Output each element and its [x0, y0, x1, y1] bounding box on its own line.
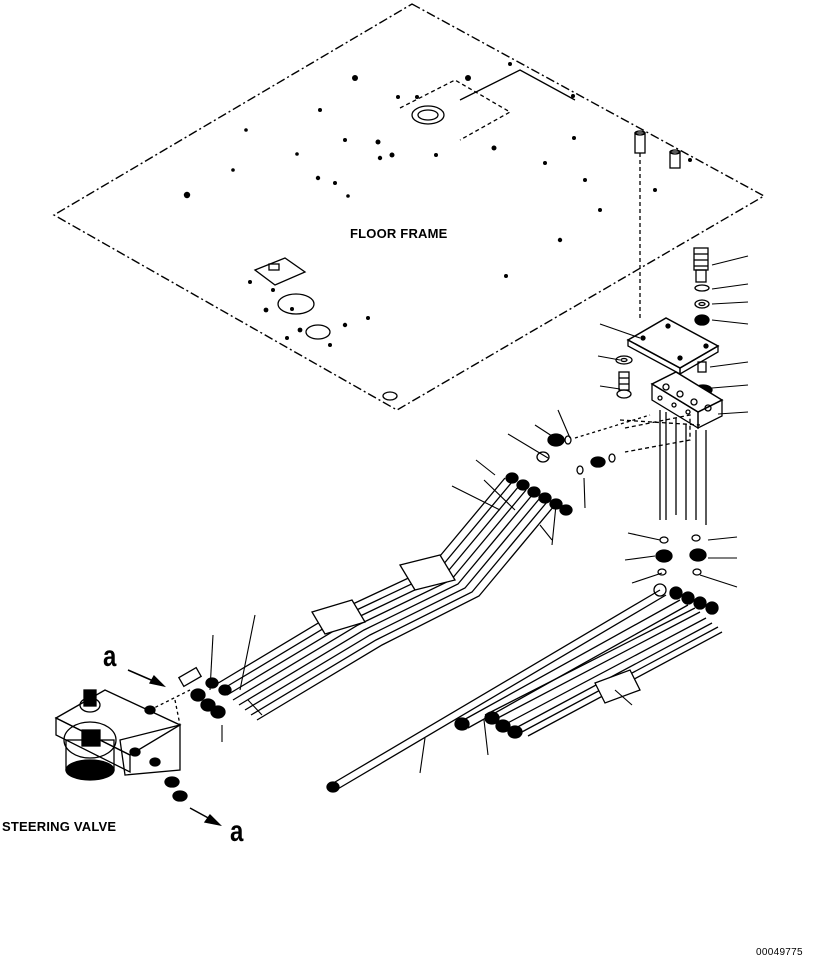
lower-hose-bundle [326, 583, 723, 793]
reference-arrow-a-top [127, 669, 167, 688]
steering-valve [54, 689, 191, 802]
floor-frame-holes [183, 62, 692, 347]
drawing-number: 00049775 [756, 947, 803, 958]
reference-label-a-bottom: a [230, 815, 244, 848]
floor-frame-plate [52, 3, 766, 411]
reference-arrow-a-bottom [189, 807, 222, 827]
bolt-left-bracket [615, 355, 633, 399]
bolt-stack-right [693, 247, 713, 396]
fittings-upper [536, 414, 651, 475]
upper-hose-bundle [177, 472, 573, 721]
manifold-block [619, 371, 724, 525]
floor-frame-label: FLOOR FRAME [350, 226, 448, 241]
leader-lines [209, 255, 749, 774]
fittings-lower [655, 534, 707, 576]
steering-valve-label: STEERING VALVE [2, 819, 117, 834]
mounting-bracket-plate [626, 317, 720, 376]
reference-label-a-top: a [103, 640, 117, 673]
